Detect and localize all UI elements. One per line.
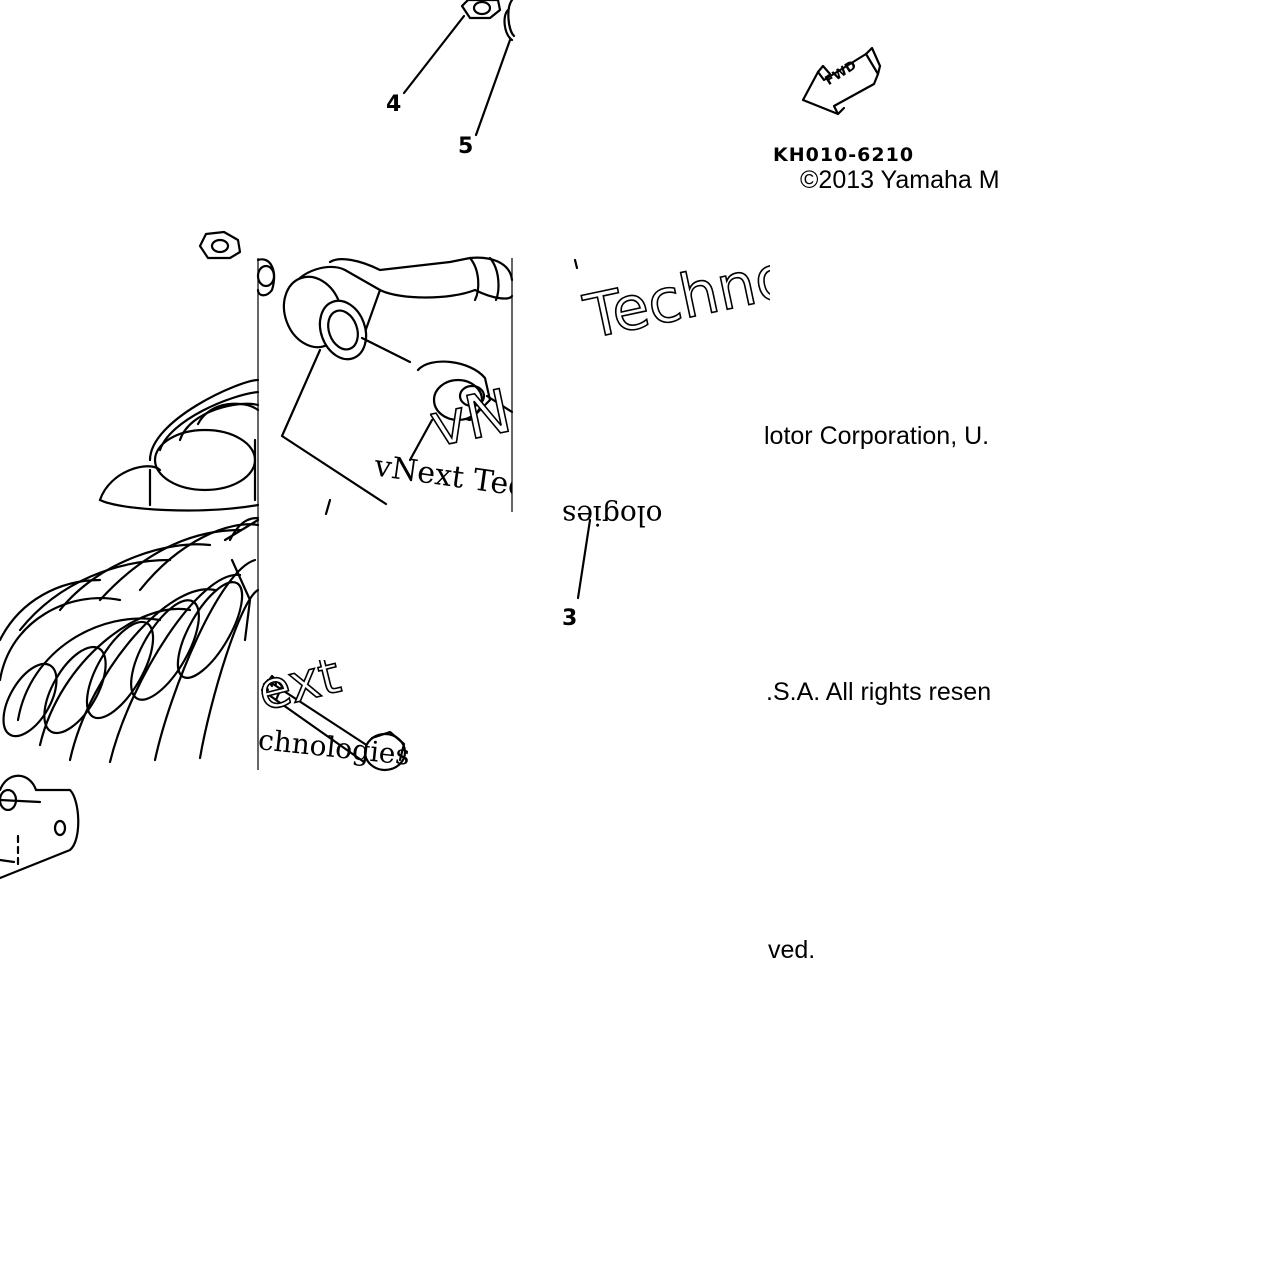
copyright-line-4: ved. [768,936,816,964]
watermark-d: vNe [430,380,512,462]
upper-nut [198,230,242,260]
watermark-tile-f: chnologies [258,725,458,770]
bushing-assembly [256,256,514,516]
nut-part [402,0,502,95]
watermark-tile-a: Techno [578,258,770,348]
tile-borders [257,258,513,770]
watermark-tile-d: vNe [430,380,512,470]
copyright-line-2: lotor Corporation, U. [764,422,990,450]
copyright-tile-4: ved. [768,934,968,974]
stray-mark [573,258,579,270]
lower-clevis [0,774,80,880]
copyright-line-1: ©2013 Yamaha M [800,166,1000,194]
callout-4: 4 [386,92,402,117]
watermark-tile-e: ext [258,660,358,720]
bolt-part [260,674,407,772]
leader-3 [576,518,592,600]
callout-5: 5 [458,134,474,159]
diagram-code: KH010-6210 [773,144,915,166]
watermark-e: ext [258,660,347,720]
washer-part [474,0,516,137]
shock-upper-body [98,378,260,512]
watermark-c: ologies [562,499,663,532]
watermark-tile-c: ologies [512,495,672,545]
copyright-tile-2: lotor Corporation, U. [764,420,1028,460]
watermark-f: chnologies [258,725,412,770]
coil-spring [0,516,260,764]
copyright-tile-1: ©2013 Yamaha M [770,164,1028,204]
copyright-line-3: .S.A. All rights resen [766,678,992,706]
copyright-tile-3: .S.A. All rights resen [766,676,1028,716]
callout-3: 3 [562,606,578,631]
fwd-arrow-icon [801,46,882,116]
watermark-a: Techno [578,258,770,348]
